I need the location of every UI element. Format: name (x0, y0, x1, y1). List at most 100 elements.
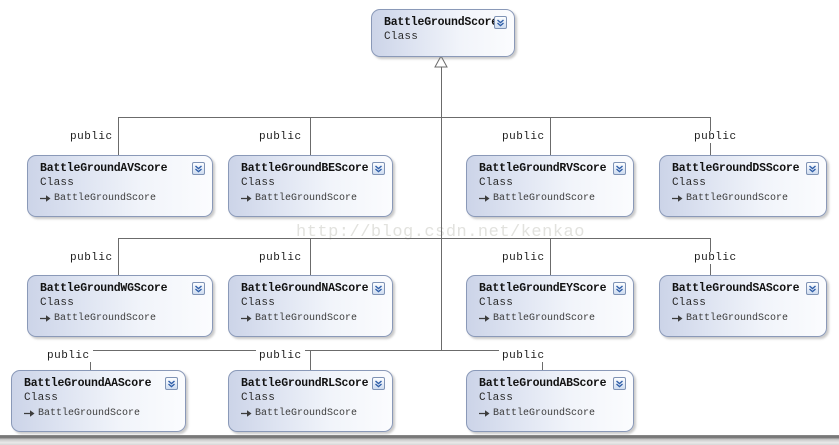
class-node-body: BattleGroundSAScore Class BattleGroundSc… (660, 276, 826, 336)
edge-label-public-r1c2: public (256, 131, 305, 143)
class-node-base: BattleGroundScore (479, 311, 625, 326)
class-node-stereotype: Class (40, 297, 75, 309)
edge-label-public-r1c3: public (499, 131, 548, 143)
inheritance-arrow-icon (479, 409, 490, 418)
class-node-body: BattleGroundABScore Class BattleGroundSc… (467, 371, 633, 431)
class-node-base: BattleGroundScore (479, 191, 625, 206)
connector-row3-bus (90, 350, 542, 351)
chevron-down-icon[interactable] (192, 282, 205, 295)
class-node-base-label: BattleGroundScore (493, 408, 596, 419)
class-node-body: BattleGroundRVScore Class BattleGroundSc… (467, 156, 633, 216)
class-node-battlegroundbescore[interactable]: BattleGroundBEScore Class BattleGroundSc… (228, 155, 393, 217)
edge-label-public-r2c2: public (256, 252, 305, 264)
class-node-battlegroundabscore[interactable]: BattleGroundABScore Class BattleGroundSc… (466, 370, 634, 432)
chevron-down-icon[interactable] (165, 377, 178, 390)
inheritance-arrow-icon (672, 314, 683, 323)
class-node-battlegroundrlscore[interactable]: BattleGroundRLScore Class BattleGroundSc… (228, 370, 393, 432)
chevron-down-icon[interactable] (372, 282, 385, 295)
chevron-down-icon[interactable] (192, 162, 205, 175)
connector-row2-drop-1 (118, 238, 119, 275)
chevron-down-icon[interactable] (806, 162, 819, 175)
connector-row1-drop-3 (550, 117, 551, 155)
connector-row2-bus (118, 238, 710, 239)
class-node-body: BattleGroundAAScore Class BattleGroundSc… (12, 371, 185, 431)
class-node-stereotype: Class (241, 177, 276, 189)
class-node-battlegroundnascore[interactable]: BattleGroundNAScore Class BattleGroundSc… (228, 275, 393, 337)
class-node-stereotype: Class (479, 297, 514, 309)
inheritance-arrow-icon (479, 314, 490, 323)
class-node-base-label: BattleGroundScore (255, 313, 358, 324)
inheritance-arrow-icon (241, 409, 252, 418)
chevron-down-icon[interactable] (613, 377, 626, 390)
class-node-base-label: BattleGroundScore (54, 313, 157, 324)
class-node-battlegroundavscore[interactable]: BattleGroundAVScore Class BattleGroundSc… (27, 155, 213, 217)
class-node-battlegroundeyscore[interactable]: BattleGroundEYScore Class BattleGroundSc… (466, 275, 634, 337)
class-node-stereotype: Class (241, 392, 276, 404)
connector-row2-drop-2 (310, 238, 311, 275)
edge-label-public-r2c1: public (67, 252, 116, 264)
class-node-title: BattleGroundNAScore (241, 282, 369, 295)
chevron-down-icon[interactable] (613, 282, 626, 295)
class-node-base-label: BattleGroundScore (38, 408, 141, 419)
class-node-title: BattleGroundBEScore (241, 162, 369, 175)
inheritance-arrow-icon (24, 409, 35, 418)
class-node-title: BattleGroundDSScore (672, 162, 800, 175)
class-node-title: BattleGroundWGScore (40, 282, 168, 295)
edge-label-public-r2c3: public (499, 252, 548, 264)
class-node-body: BattleGroundScore Class (372, 10, 514, 56)
class-node-title: BattleGroundScore (384, 16, 498, 29)
class-node-base: BattleGroundScore (479, 406, 625, 421)
class-node-title: BattleGroundEYScore (479, 282, 607, 295)
window-bottom-frame (0, 435, 839, 445)
class-node-base: BattleGroundScore (241, 406, 384, 421)
class-node-stereotype: Class (672, 177, 707, 189)
chevron-down-icon[interactable] (806, 282, 819, 295)
class-node-base-label: BattleGroundScore (493, 193, 596, 204)
chevron-down-icon[interactable] (372, 377, 385, 390)
chevron-down-icon[interactable] (613, 162, 626, 175)
inheritance-arrow-icon (40, 194, 51, 203)
class-node-base-label: BattleGroundScore (686, 193, 789, 204)
class-node-base: BattleGroundScore (241, 191, 384, 206)
connector-row3-drop-2 (310, 350, 311, 370)
class-node-base-label: BattleGroundScore (255, 408, 358, 419)
class-node-stereotype: Class (672, 297, 707, 309)
class-node-body: BattleGroundAVScore Class BattleGroundSc… (28, 156, 212, 216)
inheritance-arrow-icon (40, 314, 51, 323)
class-node-body: BattleGroundNAScore Class BattleGroundSc… (229, 276, 392, 336)
connector-row1-drop-2 (310, 117, 311, 155)
class-node-title: BattleGroundRVScore (479, 162, 607, 175)
watermark-text: http://blog.csdn.net/kenkao (296, 223, 585, 242)
class-node-body: BattleGroundWGScore Class BattleGroundSc… (28, 276, 212, 336)
class-node-body: BattleGroundRLScore Class BattleGroundSc… (229, 371, 392, 431)
edge-label-public-r1c1: public (67, 131, 116, 143)
class-node-body: BattleGroundEYScore Class BattleGroundSc… (467, 276, 633, 336)
class-node-body: BattleGroundBEScore Class BattleGroundSc… (229, 156, 392, 216)
connector-row2-drop-3 (550, 238, 551, 275)
chevron-down-icon[interactable] (494, 16, 507, 29)
inheritance-arrow-icon (241, 314, 252, 323)
class-node-base: BattleGroundScore (24, 406, 177, 421)
class-node-battlegroundaascore[interactable]: BattleGroundAAScore Class BattleGroundSc… (11, 370, 186, 432)
edge-label-public-r2c4: public (691, 252, 740, 264)
class-node-stereotype: Class (241, 297, 276, 309)
class-node-title: BattleGroundABScore (479, 377, 607, 390)
class-node-base-label: BattleGroundScore (686, 313, 789, 324)
class-node-battlegroundrvscore[interactable]: BattleGroundRVScore Class BattleGroundSc… (466, 155, 634, 217)
class-node-stereotype: Class (384, 31, 419, 43)
class-node-base-label: BattleGroundScore (493, 313, 596, 324)
class-node-battlegrounddsscore[interactable]: BattleGroundDSScore Class BattleGroundSc… (659, 155, 827, 217)
class-node-battlegroundsascore[interactable]: BattleGroundSAScore Class BattleGroundSc… (659, 275, 827, 337)
chevron-down-icon[interactable] (372, 162, 385, 175)
inheritance-arrow-icon (672, 194, 683, 203)
connector-row1-bus (118, 117, 710, 118)
class-node-body: BattleGroundDSScore Class BattleGroundSc… (660, 156, 826, 216)
class-node-base-label: BattleGroundScore (54, 193, 157, 204)
class-node-stereotype: Class (479, 392, 514, 404)
class-node-root[interactable]: BattleGroundScore Class (371, 9, 515, 57)
class-node-base: BattleGroundScore (40, 311, 204, 326)
class-node-base: BattleGroundScore (672, 191, 818, 206)
class-node-battlegroundwgscore[interactable]: BattleGroundWGScore Class BattleGroundSc… (27, 275, 213, 337)
class-node-title: BattleGroundRLScore (241, 377, 369, 390)
